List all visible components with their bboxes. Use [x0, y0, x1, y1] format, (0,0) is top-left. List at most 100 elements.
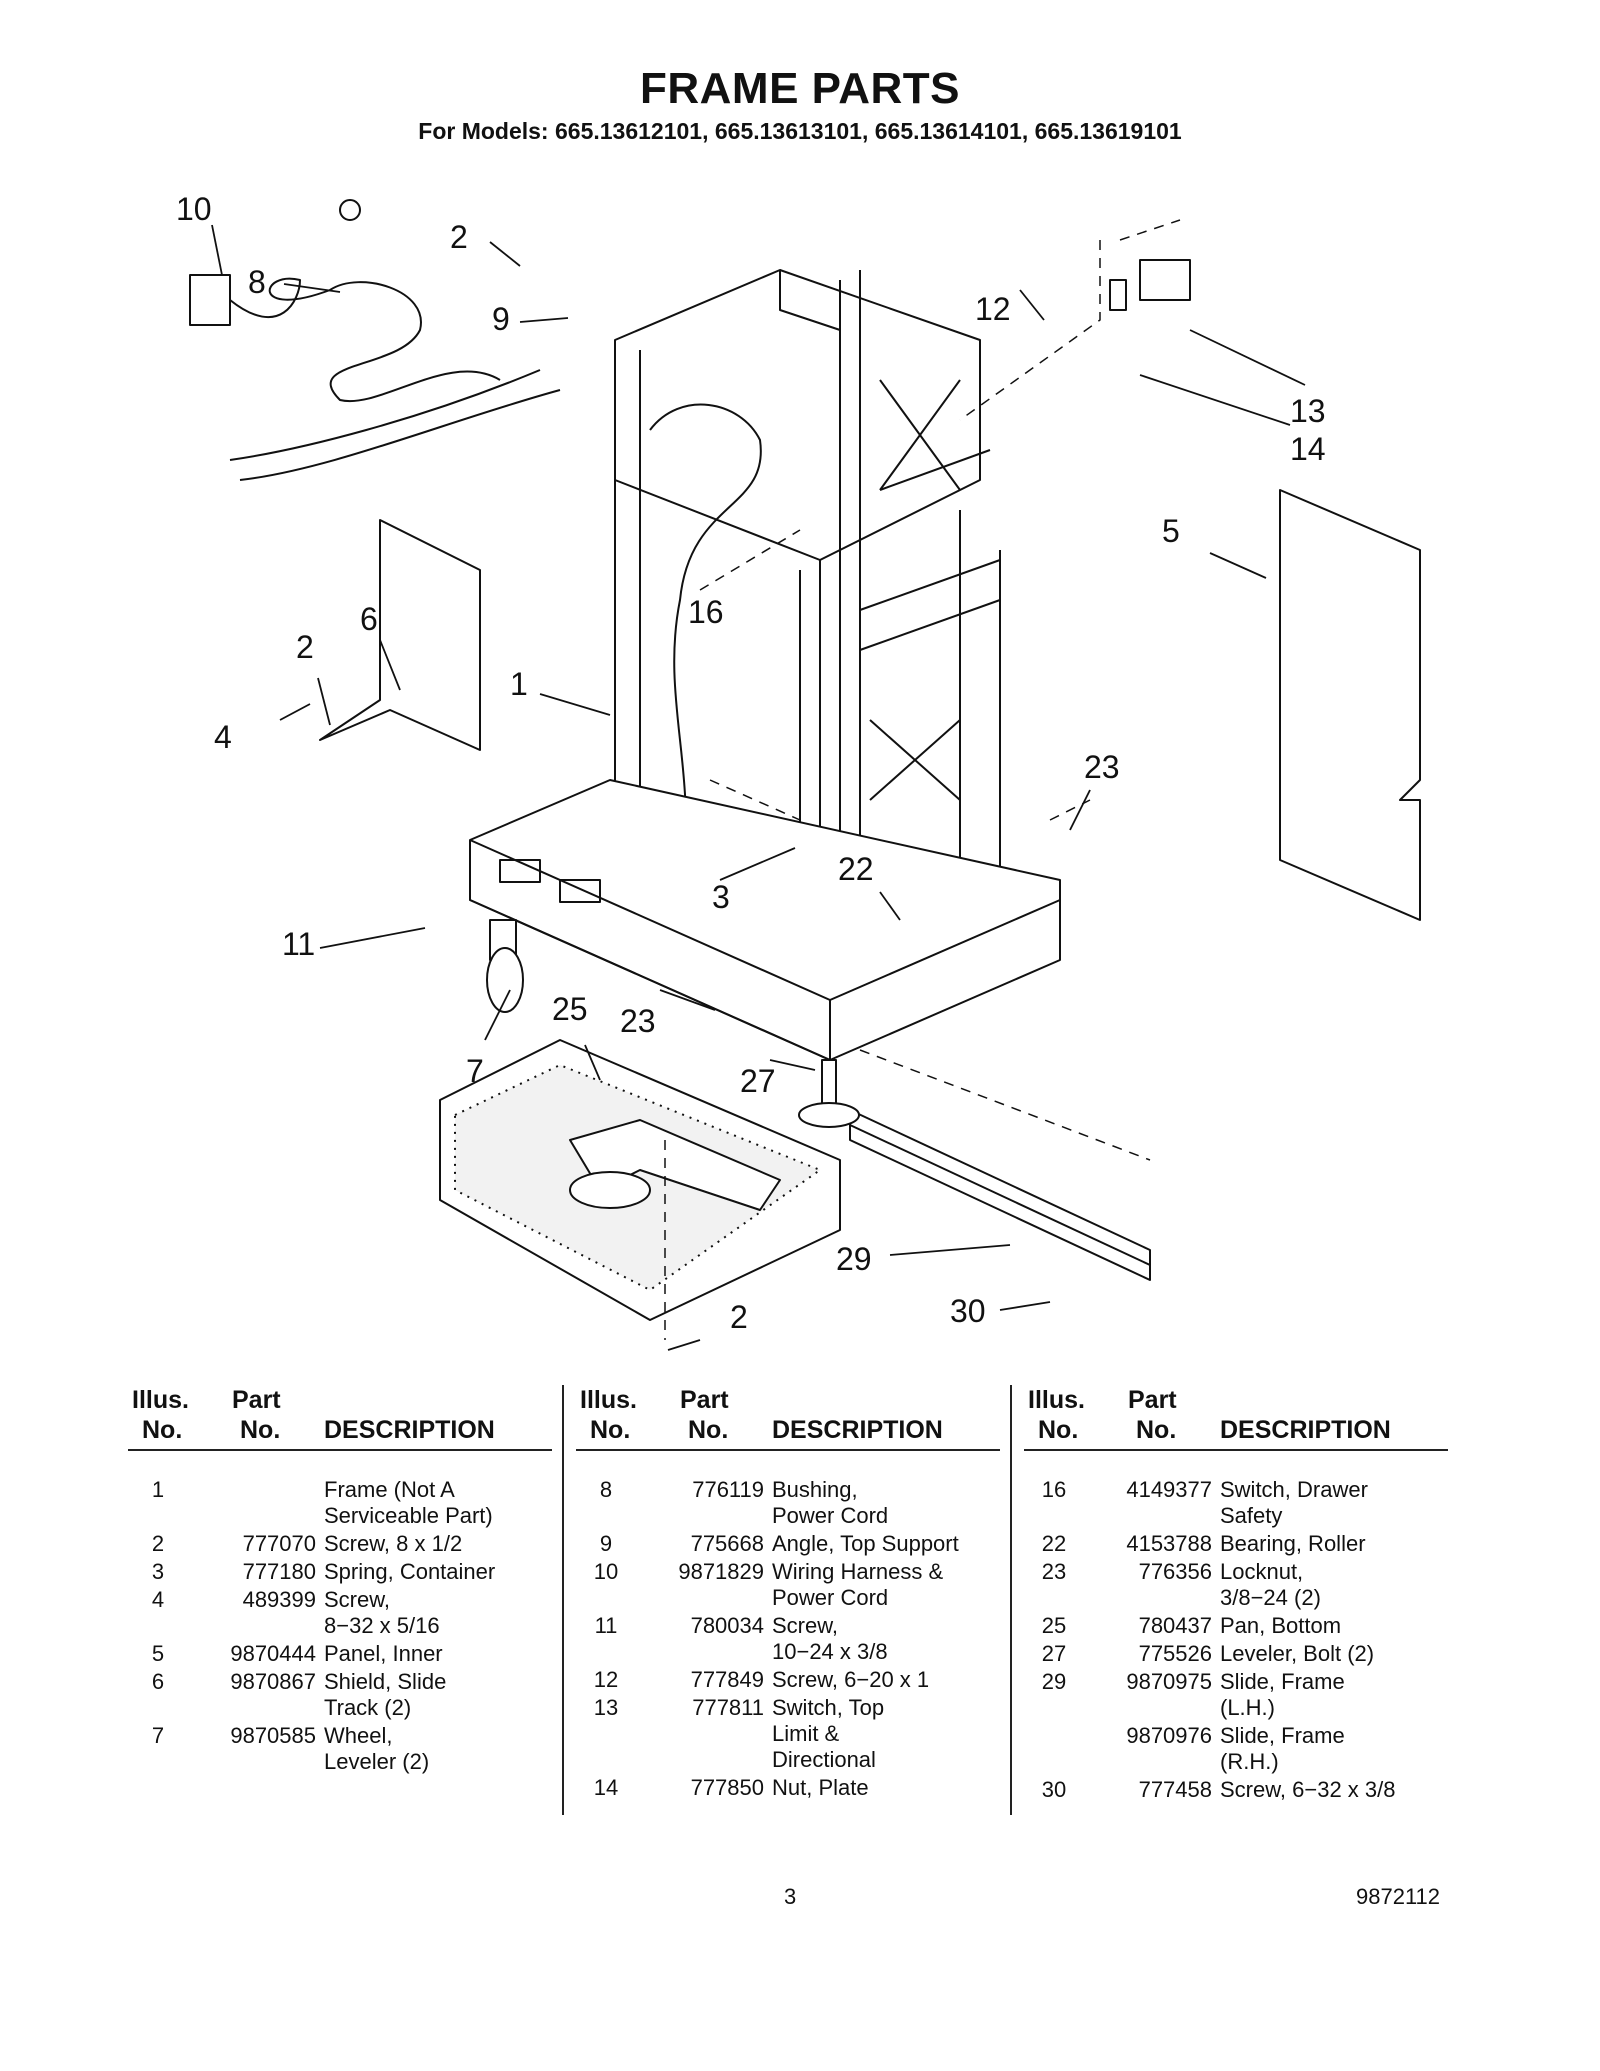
illus-number: 2 — [151, 1531, 165, 1556]
callout-label: 4 — [214, 719, 232, 755]
illus-number: 25 — [1041, 1613, 1067, 1638]
description-line: 10−24 x 3/8 — [772, 1639, 888, 1664]
part-description: Screw,10−24 x 3/8 — [772, 1613, 888, 1665]
description-line: Wheel, — [324, 1723, 393, 1748]
description-line: 3/8−24 (2) — [1220, 1585, 1321, 1610]
description-line: Nut, Plate — [772, 1775, 869, 1800]
callout-label: 5 — [1162, 513, 1180, 549]
header-description: DESCRIPTION — [1220, 1416, 1391, 1444]
illus-number: 6 — [151, 1669, 165, 1694]
illus-number: 3 — [151, 1559, 165, 1584]
callout-label: 13 — [1290, 393, 1326, 429]
part-description: Screw,8−32 x 5/16 — [324, 1587, 440, 1639]
part-number: 775668 — [690, 1531, 764, 1556]
part-number: 777849 — [690, 1667, 764, 1692]
models-subtitle: For Models: 665.13612101, 665.13613101, … — [418, 118, 1182, 144]
header-rule — [576, 1449, 1000, 1451]
description-line: Angle, Top Support — [772, 1531, 959, 1556]
inner-panel-drawing — [1279, 489, 1421, 921]
illus-number: 12 — [593, 1667, 619, 1692]
illus-number: 10 — [593, 1559, 619, 1584]
part-number: 777180 — [242, 1559, 316, 1584]
callout-label: 14 — [1290, 431, 1326, 467]
description-line: 8−32 x 5/16 — [324, 1613, 440, 1638]
exploded-parts-diagram: 10 8 2 9 12 13 14 5 2 6 4 1 16 23 11 3 2… — [176, 191, 1421, 1351]
part-number: 4149377 — [1126, 1477, 1212, 1502]
part-description: Leveler, Bolt (2) — [1220, 1641, 1374, 1667]
description-line: Limit & — [772, 1721, 840, 1746]
description-line: Screw, 6−20 x 1 — [772, 1667, 930, 1692]
callout-label: 16 — [688, 594, 724, 630]
illus-number: 13 — [593, 1695, 619, 1720]
page-title: FRAME PARTS — [639, 64, 960, 113]
callout-label: 2 — [296, 629, 314, 665]
header-description: DESCRIPTION — [324, 1416, 495, 1444]
description-line: Pan, Bottom — [1220, 1613, 1342, 1638]
part-description: Wiring Harness &Power Cord — [772, 1559, 943, 1611]
wheel-drawing — [486, 919, 524, 1013]
header-rule — [128, 1449, 552, 1451]
part-description: Spring, Container — [324, 1559, 495, 1585]
description-line: Power Cord — [772, 1585, 889, 1610]
illus-number: 22 — [1041, 1531, 1067, 1556]
illus-number: 7 — [151, 1723, 165, 1748]
description-line: Directional — [772, 1747, 876, 1772]
description-line: Leveler, Bolt (2) — [1220, 1641, 1375, 1666]
description-line: Frame (Not A — [324, 1477, 455, 1502]
description-line: Switch, Drawer — [1220, 1477, 1368, 1502]
description-line: Screw, 6−32 x 3/8 — [1220, 1777, 1396, 1802]
part-number: 777070 — [242, 1531, 316, 1556]
part-number: 780437 — [1138, 1613, 1212, 1638]
callout-label: 7 — [466, 1053, 484, 1089]
illus-number: 29 — [1041, 1669, 1067, 1694]
part-description: Panel, Inner — [324, 1641, 443, 1667]
callout-label: 10 — [176, 191, 212, 227]
callout-label: 22 — [838, 851, 874, 887]
document-number: 9872112 — [1356, 1884, 1441, 1909]
part-number: 776119 — [692, 1477, 764, 1502]
description-line: Locknut, — [1220, 1559, 1304, 1584]
switch-drawing — [1109, 259, 1191, 311]
description-line: Screw, — [772, 1613, 839, 1638]
part-number: 775526 — [1138, 1641, 1212, 1666]
part-description: Bearing, Roller — [1220, 1531, 1366, 1557]
part-number: 4153788 — [1126, 1531, 1212, 1556]
part-description: Nut, Plate — [772, 1775, 869, 1801]
part-number: 489399 — [242, 1587, 316, 1612]
part-number: 776356 — [1138, 1559, 1212, 1584]
page-number: 3 — [784, 1884, 797, 1909]
description-line: Screw, 8 x 1/2 — [324, 1531, 463, 1556]
description-line: Power Cord — [772, 1503, 889, 1528]
description-line: Track (2) — [324, 1695, 412, 1720]
description-line: Shield, Slide — [324, 1669, 447, 1694]
column-divider — [562, 1385, 564, 1815]
column-divider — [1010, 1385, 1012, 1815]
slide-drawing — [849, 1109, 1151, 1281]
header-rule — [1024, 1449, 1448, 1451]
description-line: Wiring Harness & — [772, 1559, 944, 1584]
part-number: 9870975 — [1126, 1669, 1212, 1694]
part-number: 9871829 — [678, 1559, 764, 1584]
part-description: Slide, Frame(R.H.) — [1220, 1723, 1345, 1775]
illus-number: 23 — [1041, 1559, 1067, 1584]
illus-number: 9 — [599, 1531, 613, 1556]
part-number: 9870976 — [1126, 1723, 1212, 1748]
callout-label: 9 — [492, 301, 510, 337]
description-line: Bearing, Roller — [1220, 1531, 1366, 1556]
callout-label: 2 — [730, 1299, 748, 1335]
header-illus: Illus.No. — [132, 1386, 189, 1444]
part-description: Wheel,Leveler (2) — [324, 1723, 429, 1775]
description-line: Screw, — [324, 1587, 391, 1612]
description-line: (R.H.) — [1220, 1749, 1279, 1774]
frame-base-drawing — [469, 779, 1061, 1061]
harness-drawing — [189, 199, 561, 481]
illus-number: 8 — [599, 1477, 613, 1502]
part-number: 9870867 — [230, 1669, 316, 1694]
illus-number: 11 — [594, 1613, 618, 1638]
part-description: Bushing,Power Cord — [772, 1477, 888, 1529]
illus-number: 16 — [1041, 1477, 1067, 1502]
